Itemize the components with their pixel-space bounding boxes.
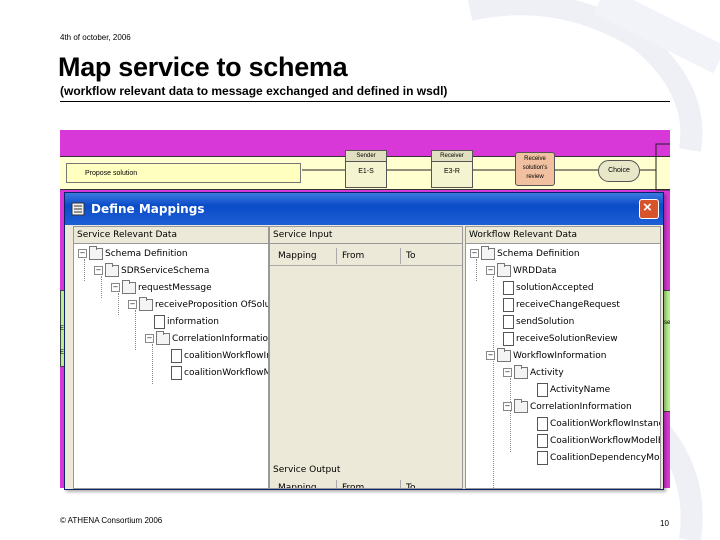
define-mappings-dialog: Define Mappings × Service Relevant Data …: [64, 192, 664, 490]
folder-icon: [514, 398, 528, 413]
folder-icon: [514, 364, 528, 379]
folder-icon: [122, 279, 136, 294]
tree-node[interactable]: receiveChangeRequest: [503, 297, 620, 314]
title-divider: [60, 101, 670, 102]
collapse-icon[interactable]: −: [503, 402, 512, 411]
output-to-column-header[interactable]: To: [406, 483, 416, 489]
tree-node[interactable]: CoalitionWorkflowModelE: [537, 433, 660, 450]
tree-node[interactable]: coalitionWorkflowMod: [171, 365, 268, 382]
slide-footer: © ATHENA Consortium 2006: [60, 516, 163, 525]
tree-node[interactable]: receiveSolutionReview: [503, 331, 618, 348]
tree-node[interactable]: CoalitionDependencyMod: [537, 450, 660, 467]
slide-date: 4th of october, 2006: [60, 33, 131, 42]
document-icon: [537, 450, 548, 465]
output-from-column-header[interactable]: From: [342, 483, 365, 489]
service-io-panel: Service Input Mapping From To Service Ou…: [269, 226, 463, 489]
folder-icon: [497, 347, 511, 362]
document-icon: [537, 416, 548, 431]
tree-node[interactable]: −Activity: [503, 364, 564, 379]
tree-node[interactable]: −Schema Definition: [78, 245, 188, 260]
folder-icon: [481, 245, 495, 260]
tree-node[interactable]: −Schema Definition: [470, 245, 580, 260]
collapse-icon[interactable]: −: [486, 266, 495, 275]
folder-icon: [156, 330, 170, 345]
slide-title: Map service to schema: [58, 52, 348, 82]
tree-node[interactable]: −WRDData: [486, 262, 557, 277]
tree-node[interactable]: −SDRServiceSchema: [94, 262, 210, 277]
tree-node[interactable]: −receiveProposition OfSolution: [128, 296, 268, 311]
document-icon: [154, 314, 165, 329]
service-input-header: Service Input: [270, 227, 462, 244]
document-icon: [503, 297, 514, 312]
tree-node[interactable]: −WorkflowInformation: [486, 347, 607, 362]
document-icon: [537, 433, 548, 448]
folder-icon: [497, 262, 511, 277]
service-output-header: Service Output: [273, 465, 341, 475]
collapse-icon[interactable]: −: [503, 368, 512, 377]
sender-body: E1-S: [358, 168, 374, 175]
collapse-icon[interactable]: −: [470, 249, 479, 258]
dialog-title: Define Mappings: [91, 202, 205, 216]
page-number: 10: [660, 519, 669, 528]
tree-node[interactable]: −CorrelationInformation: [145, 330, 269, 345]
receive-review-task: Receive solution's review: [515, 152, 555, 186]
service-relevant-data-header: Service Relevant Data: [74, 227, 268, 244]
collapse-icon[interactable]: −: [128, 300, 137, 309]
output-mapping-column-header[interactable]: Mapping: [278, 483, 317, 489]
right-marker: se: [664, 320, 670, 326]
collapse-icon[interactable]: −: [145, 334, 154, 343]
tree-node[interactable]: −requestMessage: [111, 279, 212, 294]
dialog-titlebar[interactable]: Define Mappings ×: [65, 193, 663, 225]
sender-header: Sender: [346, 151, 386, 162]
collapse-icon[interactable]: −: [111, 283, 120, 292]
mapping-column-header[interactable]: Mapping: [278, 251, 317, 261]
swimlane: Propose solution: [60, 156, 670, 190]
folder-icon: [89, 245, 103, 260]
service-relevant-data-panel: Service Relevant Data −Schema Definition…: [73, 226, 269, 489]
collapse-icon[interactable]: −: [94, 266, 103, 275]
tree-node[interactable]: sendSolution: [503, 314, 574, 331]
document-icon: [171, 348, 182, 363]
tree-node[interactable]: solutionAccepted: [503, 280, 594, 297]
close-button[interactable]: ×: [639, 199, 659, 219]
diagram-connectors: [302, 143, 670, 191]
tree-node[interactable]: information: [154, 314, 219, 331]
to-column-header[interactable]: To: [406, 251, 416, 261]
receiver-header: Receiver: [432, 151, 472, 162]
document-icon: [171, 365, 182, 380]
from-column-header[interactable]: From: [342, 251, 365, 261]
receiver-task: Receiver E3-R: [431, 150, 473, 188]
workflow-relevant-data-panel: Workflow Relevant Data −Schema Definitio…: [465, 226, 661, 489]
slide-subtitle: (workflow relevant data to message excha…: [60, 84, 448, 98]
document-icon: [503, 280, 514, 295]
folder-icon: [105, 262, 119, 277]
close-icon: ×: [643, 199, 652, 216]
document-icon: [503, 331, 514, 346]
folder-icon: [139, 296, 153, 311]
sender-task: Sender E1-S: [345, 150, 387, 188]
lane-label: Propose solution: [66, 163, 301, 183]
workflow-relevant-data-header: Workflow Relevant Data: [466, 227, 660, 244]
tree-node[interactable]: ActivityName: [537, 382, 610, 399]
document-icon: [503, 314, 514, 329]
document-icon: [537, 382, 548, 397]
tree-node[interactable]: CoalitionWorkflowInstanc: [537, 416, 660, 433]
collapse-icon[interactable]: −: [78, 249, 87, 258]
tree-node[interactable]: −CorrelationInformation: [503, 398, 632, 413]
choice-node: Choice: [598, 160, 640, 182]
mappings-icon: [71, 202, 85, 216]
collapse-icon[interactable]: −: [486, 351, 495, 360]
tree-node[interactable]: coalitionWorkflowInst: [171, 348, 268, 365]
receiver-body: E3-R: [444, 168, 460, 175]
